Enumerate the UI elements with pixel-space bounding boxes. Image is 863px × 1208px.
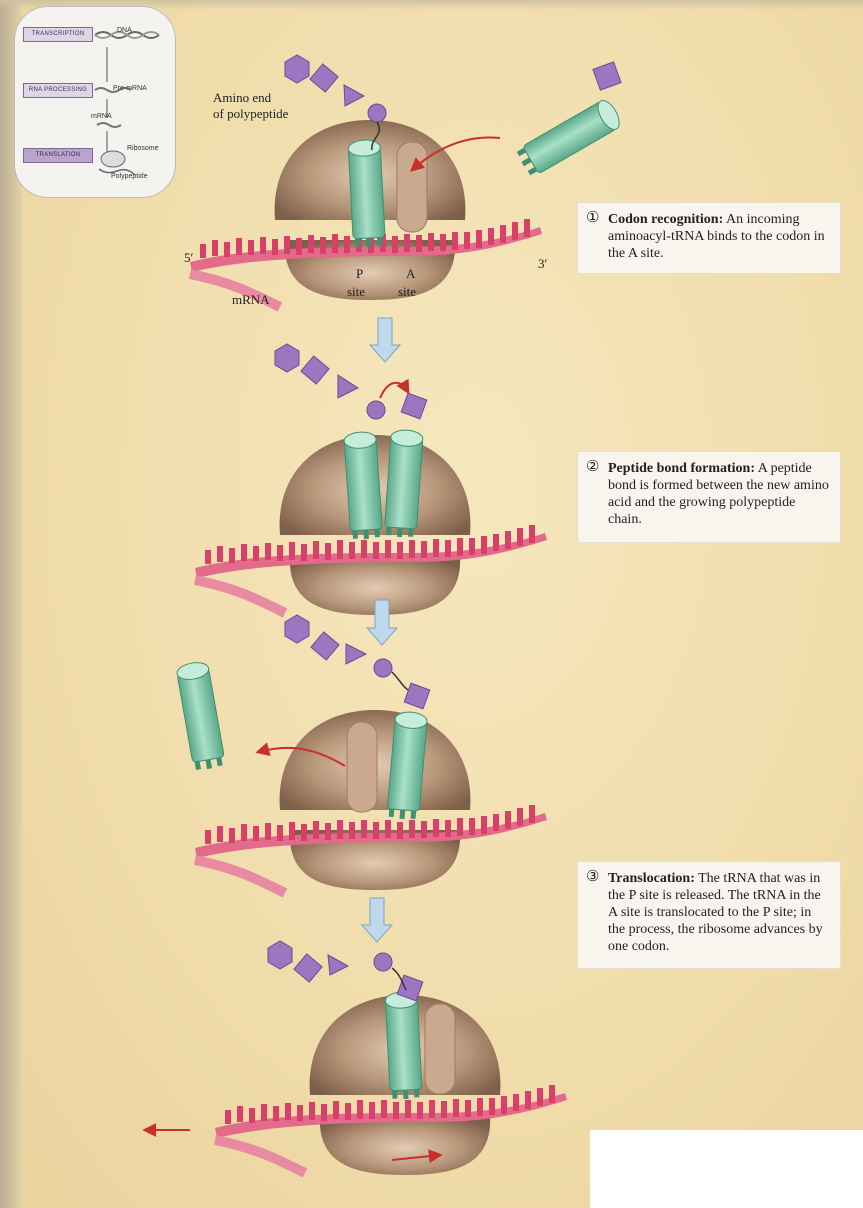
five-prime-label: 5′ (184, 250, 194, 265)
amino-acid-diamond (311, 632, 339, 660)
step3b-empty-a-site (425, 1004, 455, 1094)
step1-a-site-slot (397, 142, 427, 232)
polypeptide-label: of polypeptide (213, 106, 289, 121)
step1-ribosome-complex: Amino end of polypeptide 5′ 3′ mRNA P si… (184, 55, 624, 307)
amino-acid-hexagon (285, 615, 309, 643)
step3a-ribosome-complex (176, 615, 547, 893)
amino-acid-square (404, 683, 430, 709)
step3a-linker (392, 672, 408, 690)
step2-a-site-trna (384, 429, 423, 538)
step3b-ribosome-complex (145, 941, 567, 1175)
p-label: P (356, 266, 363, 281)
amino-acid-hexagon (275, 344, 299, 372)
caption-number: ② (586, 459, 599, 476)
blank-patch (590, 1130, 863, 1208)
amino-acid-circle (374, 953, 392, 971)
amino-acid-hexagon (268, 941, 292, 969)
a-label: A (406, 266, 416, 281)
step2-bond-arrow (380, 383, 408, 398)
amino-end-label: Amino end (213, 90, 272, 105)
caption-title: Translocation: (608, 871, 695, 886)
step3b-p-site-trna (385, 991, 423, 1100)
caption-title: Codon recognition: (608, 212, 723, 227)
amino-acid-diamond (301, 356, 329, 384)
mrna-label: mRNA (232, 292, 270, 307)
step1-p-site-trna (348, 139, 386, 248)
down-arrow-1 (370, 318, 400, 362)
step3a-released-trna (176, 660, 226, 771)
amino-acid-triangle (346, 644, 366, 664)
step1-incoming-trna (515, 97, 624, 178)
amino-acid-diamond (310, 64, 338, 92)
amino-acid-diamond (294, 954, 322, 982)
caption-peptide-bond-formation: ② Peptide bond formation: A peptide bond… (578, 452, 840, 542)
three-prime-label: 3′ (538, 256, 548, 271)
amino-acid-circle (374, 659, 392, 677)
caption-number: ① (586, 210, 599, 227)
amino-acid-triangle (338, 375, 358, 398)
new-amino-acid (401, 393, 427, 419)
caption-title: Peptide bond formation: (608, 461, 755, 476)
caption-codon-recognition: ① Codon recognition: An incoming aminoac… (578, 203, 840, 273)
amino-acid-triangle (328, 955, 348, 975)
p-site-label: site (347, 284, 365, 299)
step3a-empty-p-site (347, 722, 377, 812)
step1-incoming-amino-acid (593, 62, 621, 90)
caption-translocation: ③ Translocation: The tRNA that was in th… (578, 862, 840, 968)
step2-p-site-trna (344, 431, 383, 540)
amino-acid-circle (368, 104, 386, 122)
caption-number: ③ (586, 869, 599, 886)
amino-acid-circle (367, 401, 385, 419)
step2-ribosome-complex (195, 344, 547, 615)
down-arrow-3 (362, 898, 392, 942)
amino-acid-triangle (344, 85, 364, 106)
a-site-label: site (398, 284, 416, 299)
amino-acid-hexagon (285, 55, 309, 83)
